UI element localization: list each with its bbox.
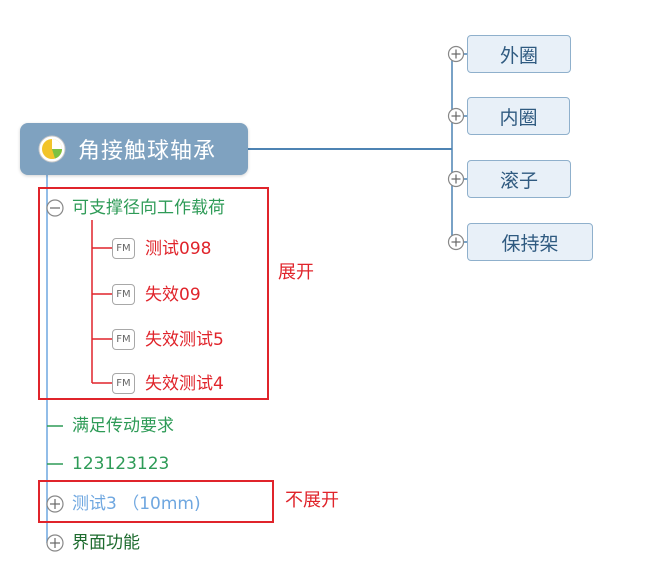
subtopic-failure-test5[interactable]: 失效测试5 [145, 330, 224, 350]
topic-transmission-req[interactable]: 满足传动要求 [72, 416, 174, 436]
branch-label: 内圈 [499, 106, 538, 129]
expand-plus-icon[interactable] [447, 233, 465, 251]
subtopic-test098[interactable]: 测试098 [145, 239, 212, 259]
root-topic-label: 角接触球轴承 [78, 139, 217, 164]
annotation-collapsed: 不展开 [285, 490, 339, 511]
branch-label: 保持架 [501, 232, 559, 255]
expanded-highlight-box [38, 187, 269, 400]
fm-badge-icon: FM [112, 373, 135, 394]
topic-interface-function[interactable]: 界面功能 [72, 533, 140, 553]
fm-badge-icon: FM [112, 284, 135, 305]
branch-label: 滚子 [499, 169, 538, 192]
root-topic[interactable]: 角接触球轴承 [20, 123, 248, 175]
subtopic-failure09[interactable]: 失效09 [145, 285, 201, 305]
branch-outer-ring[interactable]: 外圈 [467, 35, 571, 73]
branch-inner-ring[interactable]: 内圈 [467, 97, 570, 135]
topic-test3[interactable]: 测试3 （10mm) [72, 494, 201, 514]
expand-plus-icon[interactable] [45, 494, 65, 514]
expand-plus-icon[interactable] [447, 107, 465, 125]
topic-number[interactable]: 123123123 [72, 454, 170, 474]
subtopic-failure-test4[interactable]: 失效测试4 [145, 374, 224, 394]
fm-badge-icon: FM [112, 329, 135, 350]
priority-pie-icon [38, 135, 66, 163]
fm-badge-icon: FM [112, 238, 135, 259]
annotation-expanded: 展开 [278, 262, 314, 283]
topic-radial-load[interactable]: 可支撑径向工作载荷 [72, 198, 225, 218]
branch-cage[interactable]: 保持架 [467, 223, 593, 261]
expand-plus-icon[interactable] [447, 170, 465, 188]
collapse-minus-icon[interactable] [45, 198, 65, 218]
branch-label: 外圈 [499, 44, 538, 67]
expand-plus-icon[interactable] [45, 533, 65, 553]
expand-plus-icon[interactable] [447, 45, 465, 63]
branch-roller[interactable]: 滚子 [467, 160, 571, 198]
collapsed-highlight-box [38, 480, 274, 523]
